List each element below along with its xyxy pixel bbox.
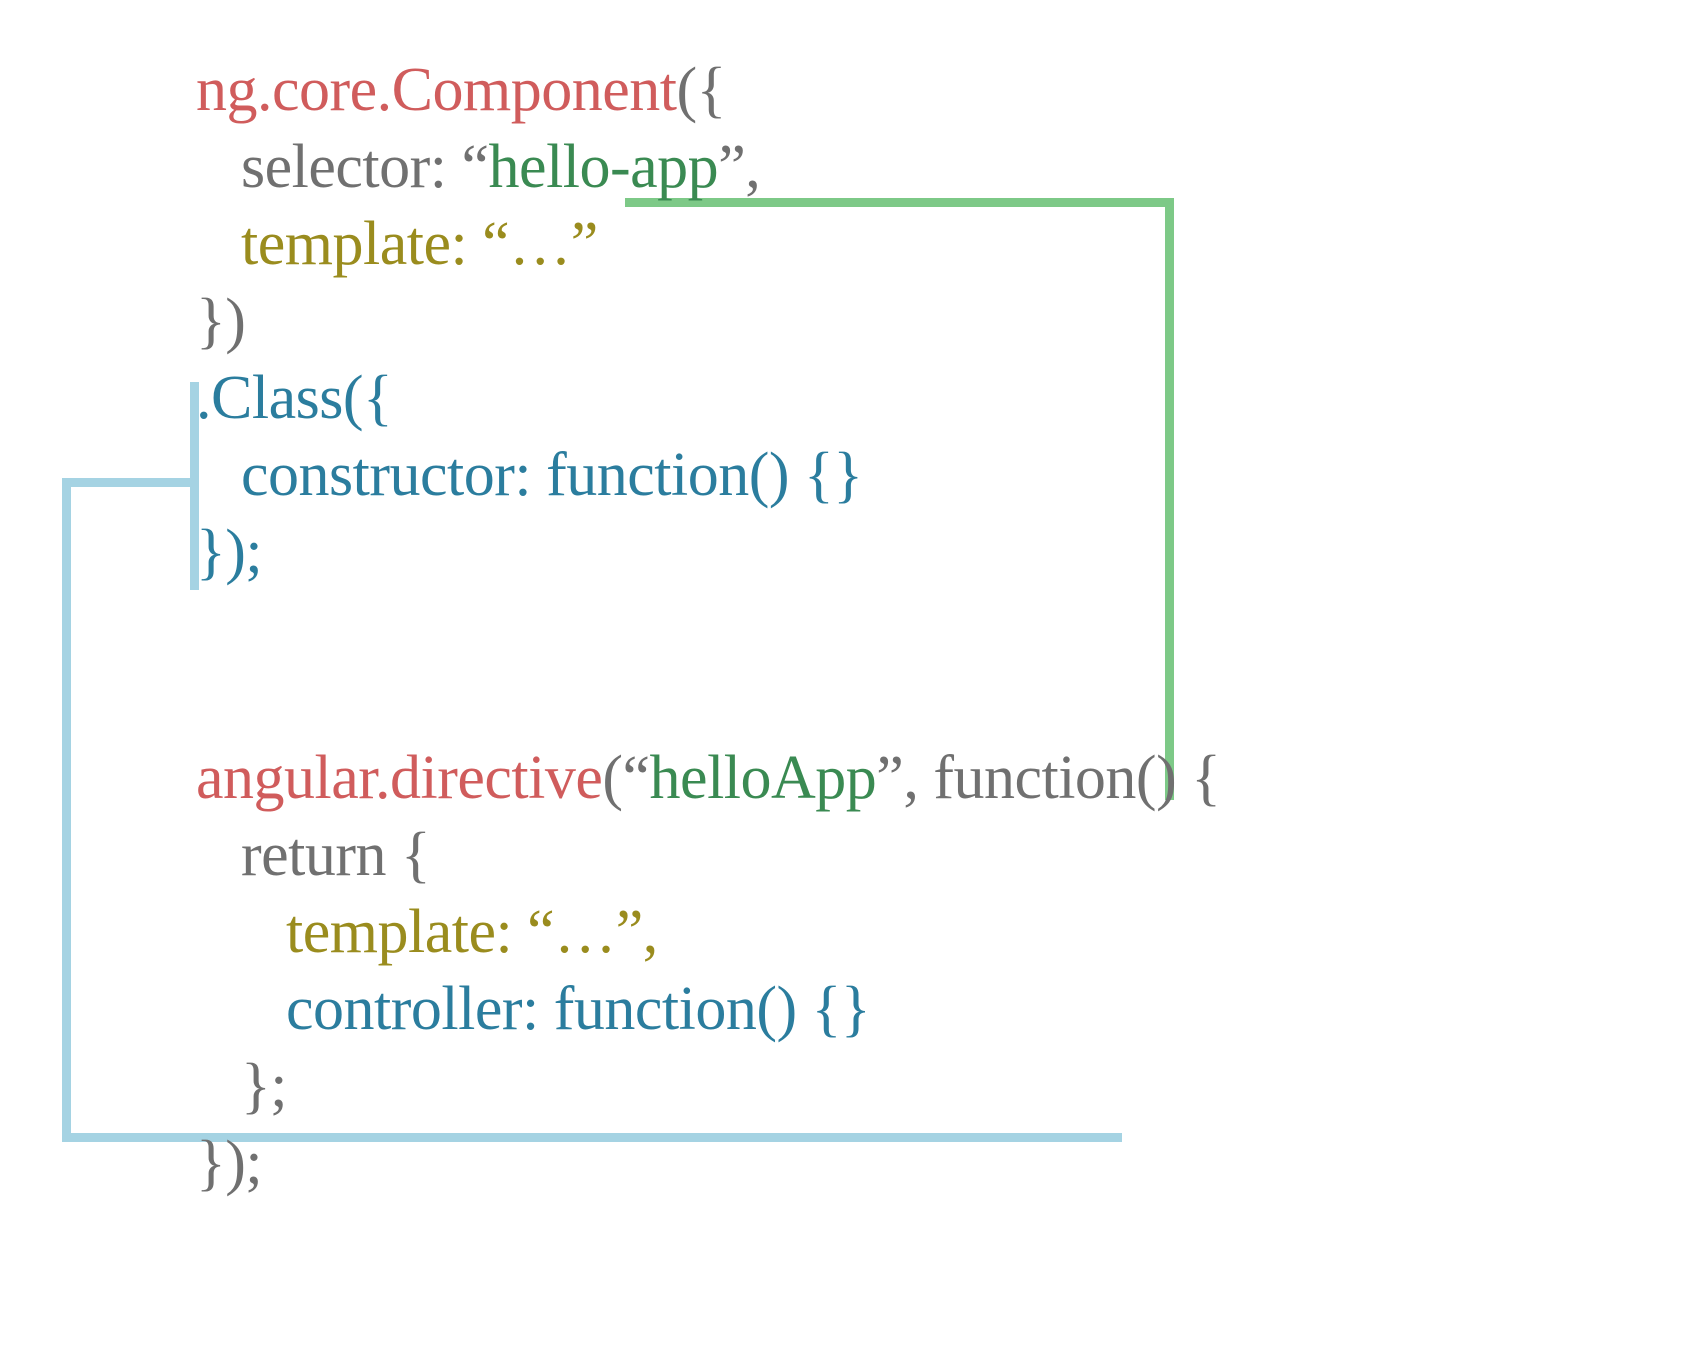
code-token: template: “…” (241, 210, 598, 278)
angular1-directive-code-block: angular.directive(“helloApp”, function()… (196, 740, 1221, 1202)
code-token: (“ (602, 744, 650, 812)
code-token: ”, function() { (876, 744, 1221, 812)
blue-connector-vertical-left (62, 478, 71, 1142)
green-connector-vertical-right (1165, 198, 1174, 800)
code-line: ng.core.Component({ (196, 52, 863, 129)
code-token: }) (196, 287, 246, 355)
code-token: }; (196, 1052, 287, 1120)
code-token: hello-app (488, 133, 719, 201)
code-token: ({ (676, 56, 727, 124)
code-token: ”, (718, 133, 761, 201)
code-token: controller: function() {} (286, 975, 871, 1043)
blue-connector-horizontal-mid (62, 478, 198, 487)
code-token: “ (461, 133, 490, 201)
code-line: template: “…”, (196, 894, 1220, 971)
code-line: template: “…” (196, 206, 863, 283)
code-line: controller: function() {} (196, 971, 1220, 1048)
code-line: constructor: function() {} (196, 437, 863, 514)
code-token: selector: (196, 133, 462, 201)
code-line: angular.directive(“helloApp”, function()… (196, 740, 1221, 817)
blue-connector-horizontal-bottom (62, 1133, 1122, 1142)
code-token: angular.directive (196, 744, 603, 812)
code-token: .Class({ (196, 364, 393, 432)
green-connector-horizontal-top (625, 198, 1174, 207)
code-token: template: “…”, (286, 898, 658, 966)
code-token: helloApp (649, 744, 877, 812)
code-token: constructor: function() {} (196, 441, 863, 509)
code-token: }); (196, 1129, 263, 1197)
code-line: selector: “hello-app”, (196, 129, 863, 206)
code-line: }); (196, 514, 863, 591)
code-line: }; (196, 1048, 1220, 1125)
angular2-component-code-block: ng.core.Component({ selector: “hello-app… (196, 52, 863, 591)
code-line: }) (196, 283, 863, 360)
code-token (196, 975, 286, 1043)
code-token: return { (196, 821, 431, 889)
code-line: return { (196, 817, 1220, 894)
code-line: .Class({ (196, 360, 863, 437)
code-token: }); (196, 518, 263, 586)
code-token (196, 898, 286, 966)
code-token: ng.core.Component (196, 56, 677, 124)
code-token (196, 210, 241, 278)
code-line: }); (196, 1125, 1220, 1202)
